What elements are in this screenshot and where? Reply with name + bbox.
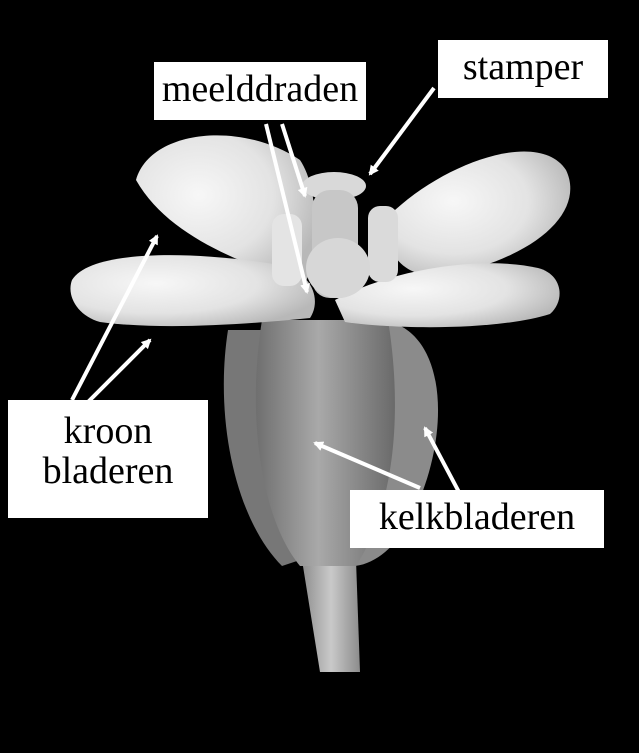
stamen-right xyxy=(368,206,398,282)
petal-upper-right xyxy=(390,151,570,276)
label-petals-line1: kroon xyxy=(8,412,208,452)
label-sepals: kelkbladeren xyxy=(350,490,604,548)
label-stamens: meelddraden xyxy=(154,62,366,120)
label-pistil-text: stamper xyxy=(438,48,608,88)
label-pistil: stamper xyxy=(438,40,608,98)
label-petals: kroon bladeren xyxy=(8,400,208,518)
label-petals-line2: bladeren xyxy=(8,452,208,492)
arrow-pistil xyxy=(370,88,434,174)
stamen-front xyxy=(306,238,370,298)
label-stamens-text: meelddraden xyxy=(154,70,366,110)
stem xyxy=(302,560,360,672)
label-sepals-text: kelkbladeren xyxy=(350,498,604,538)
